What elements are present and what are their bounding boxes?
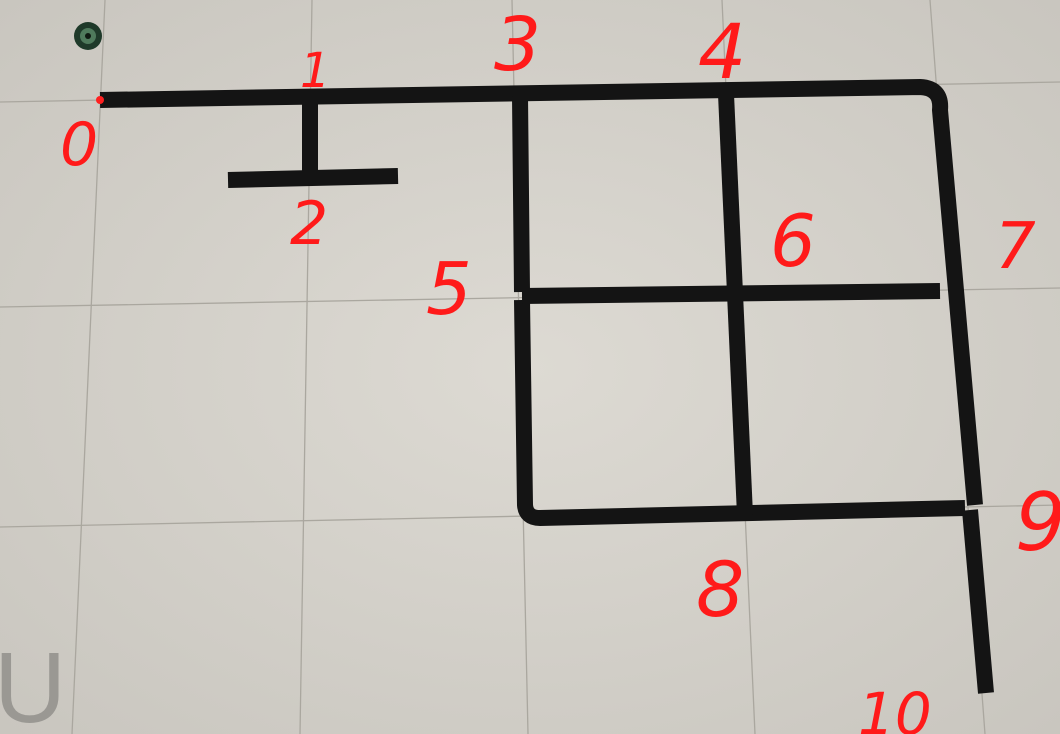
label-node-7: 7 — [995, 210, 1036, 284]
track-v-4-8 — [718, 93, 753, 516]
label-node-4: 4 — [698, 7, 746, 96]
label-node-8: 8 — [696, 545, 744, 634]
label-node-10: 10 — [858, 680, 932, 734]
label-node-9: 9 — [1015, 476, 1060, 569]
label-node-6: 6 — [770, 199, 816, 283]
node-labels: 0 1 2 3 4 5 6 7 8 9 10 — [60, 2, 1060, 734]
track-left-box — [512, 95, 966, 526]
track-tail-10 — [962, 509, 994, 694]
label-node-2: 2 — [290, 189, 328, 259]
label-node-1: 1 — [300, 43, 331, 99]
corner-glyph: U — [0, 632, 66, 734]
track-top — [99, 79, 983, 506]
robot-icon — [74, 22, 102, 50]
label-node-5: 5 — [426, 247, 472, 331]
track-branch-2 — [227, 168, 399, 188]
start-point — [96, 96, 104, 104]
track — [99, 79, 994, 694]
label-node-0: 0 — [60, 110, 98, 180]
label-node-3: 3 — [494, 2, 541, 88]
